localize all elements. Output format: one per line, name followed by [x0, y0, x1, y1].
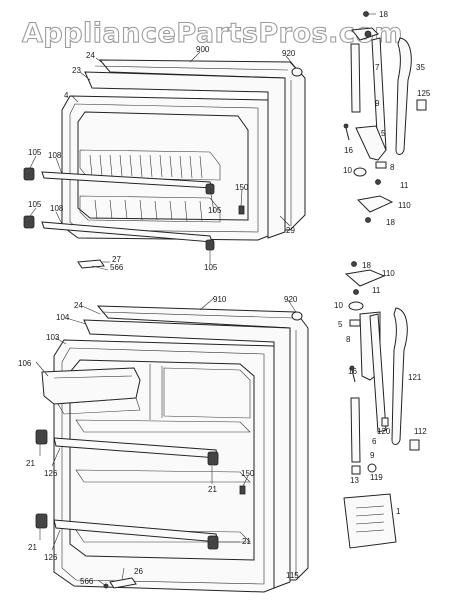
- callout: 10: [343, 166, 352, 175]
- callout: 4: [64, 91, 69, 100]
- callout: 566: [80, 577, 94, 586]
- callout: 108: [50, 204, 64, 213]
- callout: 910: [213, 295, 227, 304]
- callout: 121: [408, 373, 422, 382]
- hinge-110-top: [356, 195, 394, 213]
- freezer-door-assembly: [23, 59, 306, 269]
- hinge-bracket-5: [355, 125, 387, 161]
- callout: 105: [204, 263, 218, 272]
- owner-manual-1: [343, 493, 397, 549]
- handle-insert-9: [350, 43, 361, 113]
- shelf-end-cap-upper-left: [23, 167, 35, 181]
- shelf-end-cap-lower-right: [205, 239, 215, 251]
- shelf-end-cap-21-d: [207, 535, 219, 550]
- callout: 120: [377, 427, 391, 436]
- callout: 8: [346, 335, 351, 344]
- shelf-end-cap-lower-left: [23, 215, 35, 229]
- callout: 108: [48, 151, 62, 160]
- callout: 29: [286, 226, 295, 235]
- callout-labels-bottom: 18 110 11 10 910 920 24 104 103 106 5 8 …: [18, 261, 427, 586]
- callout: 27: [112, 255, 121, 264]
- callout-labels-top: 18 900 920 24 23 4 105 108 105 108 150 1…: [28, 10, 431, 272]
- callout: 18: [362, 261, 371, 270]
- watermark: AppliancePartsPros.com: [22, 18, 403, 49]
- callout: 5: [381, 129, 386, 138]
- fresh-food-hinge-parts: [343, 261, 420, 549]
- door-plug-lower: [291, 311, 303, 321]
- callout: 150: [235, 183, 249, 192]
- callout: 920: [284, 295, 298, 304]
- shelf-end-cap-21-b: [207, 451, 219, 466]
- callout: 16: [344, 146, 353, 155]
- shelf-end-cap-21-c: [35, 513, 48, 529]
- callout: 125: [417, 89, 431, 98]
- callout: 105: [28, 200, 42, 209]
- callout: 115: [286, 571, 299, 580]
- door-handle-trim-6: [369, 313, 387, 433]
- callout: 112: [414, 427, 427, 436]
- callout: 104: [56, 313, 70, 322]
- callout: 23: [72, 66, 81, 75]
- callout: 126: [44, 553, 58, 562]
- callout: 8: [390, 163, 395, 172]
- door-stop-upper: [238, 205, 245, 215]
- callout: 566: [110, 263, 124, 272]
- freezer-hinge-parts: [343, 11, 427, 223]
- callout: 150: [241, 469, 255, 478]
- callout: 21: [208, 485, 217, 494]
- callout: 1: [396, 507, 401, 516]
- hinge-110-bottom: [344, 269, 386, 287]
- callout: 21: [28, 543, 37, 552]
- callout: 920: [282, 49, 296, 58]
- callout: 106: [18, 359, 32, 368]
- callout: 119: [370, 473, 383, 482]
- callout: 21: [242, 537, 251, 546]
- callout: 6: [372, 437, 377, 446]
- door-handle-121: [391, 307, 408, 445]
- callout: 7: [375, 63, 380, 72]
- callout: 900: [196, 45, 210, 54]
- callout: 110: [398, 201, 411, 210]
- door-plug-upper: [291, 67, 303, 77]
- callout: 103: [46, 333, 60, 342]
- callout: 13: [350, 476, 359, 485]
- freezer-liner-cavity: [77, 111, 249, 221]
- handle-cap-112: [409, 439, 420, 451]
- fresh-food-door-assembly: [35, 305, 309, 593]
- callout: 24: [86, 51, 95, 60]
- callout: 35: [416, 63, 425, 72]
- hinge-cover-lower: [109, 577, 137, 589]
- callout: 24: [74, 301, 83, 310]
- handle-insert-9-lower: [350, 397, 361, 463]
- callout: 110: [382, 269, 395, 278]
- door-stop-lower: [239, 485, 246, 495]
- door-handle-35: [395, 37, 412, 155]
- freezer-shelf-grid: [79, 149, 221, 223]
- freezer-door-gasket-frame: [84, 71, 286, 239]
- callout: 26: [134, 567, 143, 576]
- callout: 16: [348, 367, 357, 376]
- shelf-end-cap-21-a: [35, 429, 48, 445]
- callout: 9: [370, 451, 375, 460]
- hinge-cover-upper: [77, 259, 105, 269]
- leader-lines: [29, 13, 376, 587]
- callout: 9: [375, 99, 380, 108]
- callout: 105: [28, 148, 42, 157]
- callout: 126: [44, 469, 58, 478]
- callout: 10: [334, 301, 343, 310]
- callout: 11: [400, 181, 409, 190]
- callout: 11: [372, 286, 381, 295]
- handle-cap-125: [416, 99, 427, 111]
- callout: 21: [26, 459, 35, 468]
- callout: 18: [379, 10, 388, 19]
- callout: 18: [386, 218, 395, 227]
- callout: 105: [208, 206, 222, 215]
- callout: 5: [338, 320, 343, 329]
